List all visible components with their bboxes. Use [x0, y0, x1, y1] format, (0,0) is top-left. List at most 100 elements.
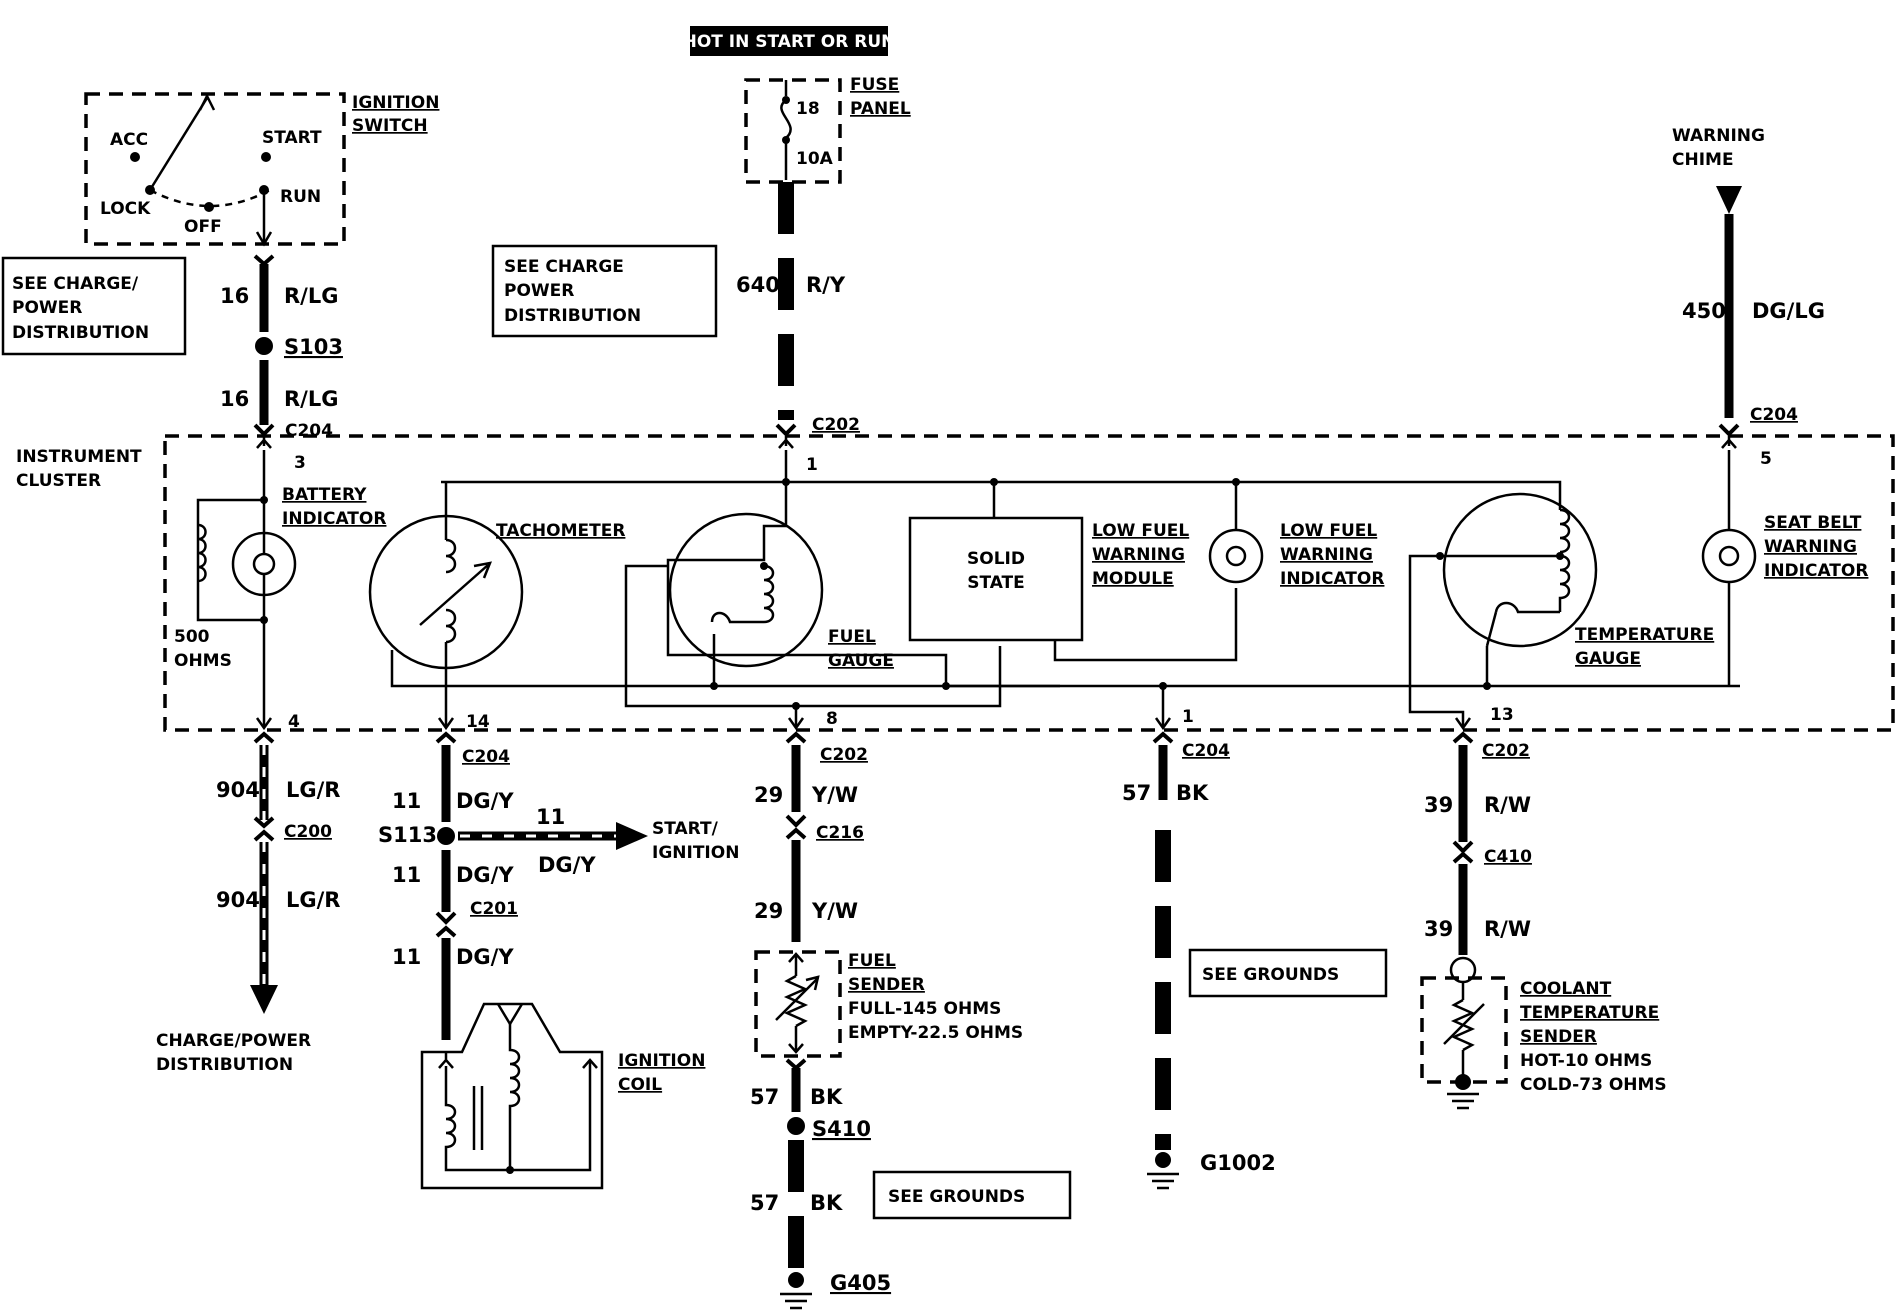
wire-11-color-b: DG/Y: [456, 863, 514, 887]
fuel-sender: FUEL SENDER FULL-145 OHMS EMPTY-22.5 OHM…: [754, 950, 1023, 1058]
splice-s410: [787, 1117, 805, 1135]
pin-1-top: 1: [806, 455, 818, 475]
connector-c204-top-right: C204: [1750, 405, 1798, 425]
connector-c204-top-left: C204: [285, 421, 333, 441]
wire-16-color-b: R/LG: [284, 387, 338, 411]
wire-904-color-a: LG/R: [286, 778, 340, 802]
wire-450-number: 450: [1682, 299, 1726, 323]
wire-11-color-c: DG/Y: [538, 853, 596, 877]
wire-11-number-b: 11: [392, 863, 421, 887]
wire-11-number-d: 11: [392, 945, 421, 969]
wire-57-color-a: BK: [810, 1085, 843, 1109]
warning-chime: WARNING CHIME 450 DG/LG C204 5: [1672, 126, 1825, 469]
wire-57-number-b: 57: [750, 1191, 779, 1215]
connector-c204-bottom-b: C204: [1182, 741, 1230, 761]
tachometer-label: TACHOMETER: [496, 521, 625, 541]
temperature-gauge-label-1: TEMPERATURE: [1575, 625, 1714, 645]
connector-c200: C200: [284, 822, 332, 842]
wire-29-number-a: 29: [754, 783, 783, 807]
low-fuel-indicator-label-2: WARNING: [1280, 545, 1373, 565]
splice-s113-label: S113: [378, 823, 437, 847]
pin-1-bottom-label: 1: [1182, 707, 1194, 727]
seat-belt-label-3: INDICATOR: [1764, 561, 1868, 581]
see-grounds-1-text: SEE GROUNDS: [888, 1187, 1025, 1207]
wire-16-color-a: R/LG: [284, 284, 338, 308]
temperature-gauge: [1442, 492, 1598, 648]
wire-11-color-d: DG/Y: [456, 945, 514, 969]
wire-904-number-b: 904: [216, 888, 260, 912]
bottom-connectors: C204 C202 C204 C202: [253, 702, 1530, 767]
wire-16-rlg: 16 R/LG S103 16 R/LG C204 3: [220, 254, 343, 473]
solid-state-label-2: STATE: [967, 573, 1025, 593]
note-center-line-1: SEE CHARGE: [504, 257, 624, 277]
start-ignition-label-1: START/: [652, 819, 719, 839]
low-fuel-module-label-1: LOW FUEL: [1092, 521, 1189, 541]
splice-s103-label: S103: [284, 335, 343, 359]
hot-in-start-or-run-banner: HOT IN START OR RUN: [683, 26, 896, 56]
wire-39-number-b: 39: [1424, 917, 1453, 941]
charge-power-label-2: DISTRIBUTION: [156, 1055, 293, 1075]
wire-39-color-b: R/W: [1484, 917, 1531, 941]
switch-acc-label: ACC: [110, 130, 148, 150]
fuel-gauge-label-2: GAUGE: [828, 651, 894, 671]
battery-indicator-label-2: INDICATOR: [282, 509, 386, 529]
connector-c202-bottom-b: C202: [1482, 741, 1530, 761]
ignition-coil-label-2: COIL: [618, 1075, 662, 1095]
wire-450-color: DG/LG: [1752, 299, 1825, 323]
ignition-switch-label-2: SWITCH: [352, 116, 428, 136]
start-ignition-label-2: IGNITION: [652, 843, 739, 863]
wire-640-color: R/Y: [806, 273, 846, 297]
wire-29-color-a: Y/W: [811, 783, 858, 807]
note-left-line-3: DISTRIBUTION: [12, 323, 149, 343]
wire-57-bk-g405: 57 BK S410 57 BK G405: [750, 1058, 891, 1310]
pin-4-label: 4: [288, 712, 300, 732]
seat-belt-warning-lamp: [1701, 528, 1757, 584]
fuel-sender-full: FULL-145 OHMS: [848, 999, 1001, 1019]
wire-11-number-c: 11: [536, 805, 565, 829]
pin-8-label: 8: [826, 709, 838, 729]
connector-c202-top: C202: [812, 415, 860, 435]
pin-3-label: 3: [294, 453, 306, 473]
coolant-sender-label-3: SENDER: [1520, 1027, 1597, 1047]
solid-state-label-1: SOLID: [967, 549, 1025, 569]
switch-off-label: OFF: [184, 217, 222, 237]
wire-57-color-c: BK: [1176, 781, 1209, 805]
switch-lock-label: LOCK: [100, 199, 151, 219]
fuel-sender-empty: EMPTY-22.5 OHMS: [848, 1023, 1023, 1043]
banner-text: HOT IN START OR RUN: [683, 32, 896, 52]
low-fuel-indicator-label-1: LOW FUEL: [1280, 521, 1377, 541]
wire-904-number-a: 904: [216, 778, 260, 802]
fuel-gauge: [668, 512, 824, 668]
wire-640-ry: 640 R/Y C202 1: [736, 182, 860, 475]
low-fuel-warning-lamp: [1208, 528, 1264, 584]
temperature-gauge-label-2: GAUGE: [1575, 649, 1641, 669]
wire-11-color-a: DG/Y: [456, 789, 514, 813]
wire-39-number-a: 39: [1424, 793, 1453, 817]
instrument-cluster-label-1: INSTRUMENT: [16, 447, 142, 467]
fuse-number: 18: [796, 99, 820, 119]
wire-904-lgr: 904 LG/R C200 904 LG/R CHARGE/POWER DIST…: [156, 745, 340, 1075]
coolant-sender-label-2: TEMPERATURE: [1520, 1003, 1659, 1023]
ignition-switch: ACC START LOCK OFF RUN IGNITION SWITCH: [84, 92, 439, 247]
splice-s103: [255, 337, 273, 355]
see-grounds-2-text: SEE GROUNDS: [1202, 965, 1339, 985]
see-grounds-note-1: SEE GROUNDS: [872, 1170, 1072, 1220]
wire-57-color-b: BK: [810, 1191, 843, 1215]
fuse-panel: 18 10A FUSE PANEL: [744, 75, 911, 184]
resistor-label-1: 500: [174, 627, 210, 647]
pin-5-label: 5: [1760, 449, 1772, 469]
note-left-line-1: SEE CHARGE/: [12, 274, 139, 294]
coolant-sender-label-1: COOLANT: [1520, 979, 1612, 999]
wire-904-color-b: LG/R: [286, 888, 340, 912]
instrument-cluster: INSTRUMENT CLUSTER BATTERY INDICATOR 500…: [16, 434, 1895, 732]
note-center-line-3: DISTRIBUTION: [504, 306, 641, 326]
ground-g405-label: G405: [830, 1271, 891, 1295]
wire-16-number-b: 16: [220, 387, 249, 411]
charge-power-label-1: CHARGE/POWER: [156, 1031, 311, 1051]
seat-belt-label-1: SEAT BELT: [1764, 513, 1862, 533]
wire-39-rw: 39 R/W C410 39 R/W: [1424, 745, 1532, 955]
pin-13-label: 13: [1490, 705, 1514, 725]
connector-c204-bottom-a: C204: [462, 747, 510, 767]
coolant-temperature-sender: COOLANT TEMPERATURE SENDER HOT-10 OHMS C…: [1420, 956, 1667, 1110]
see-charge-power-note-center: SEE CHARGE POWER DISTRIBUTION: [491, 244, 718, 338]
